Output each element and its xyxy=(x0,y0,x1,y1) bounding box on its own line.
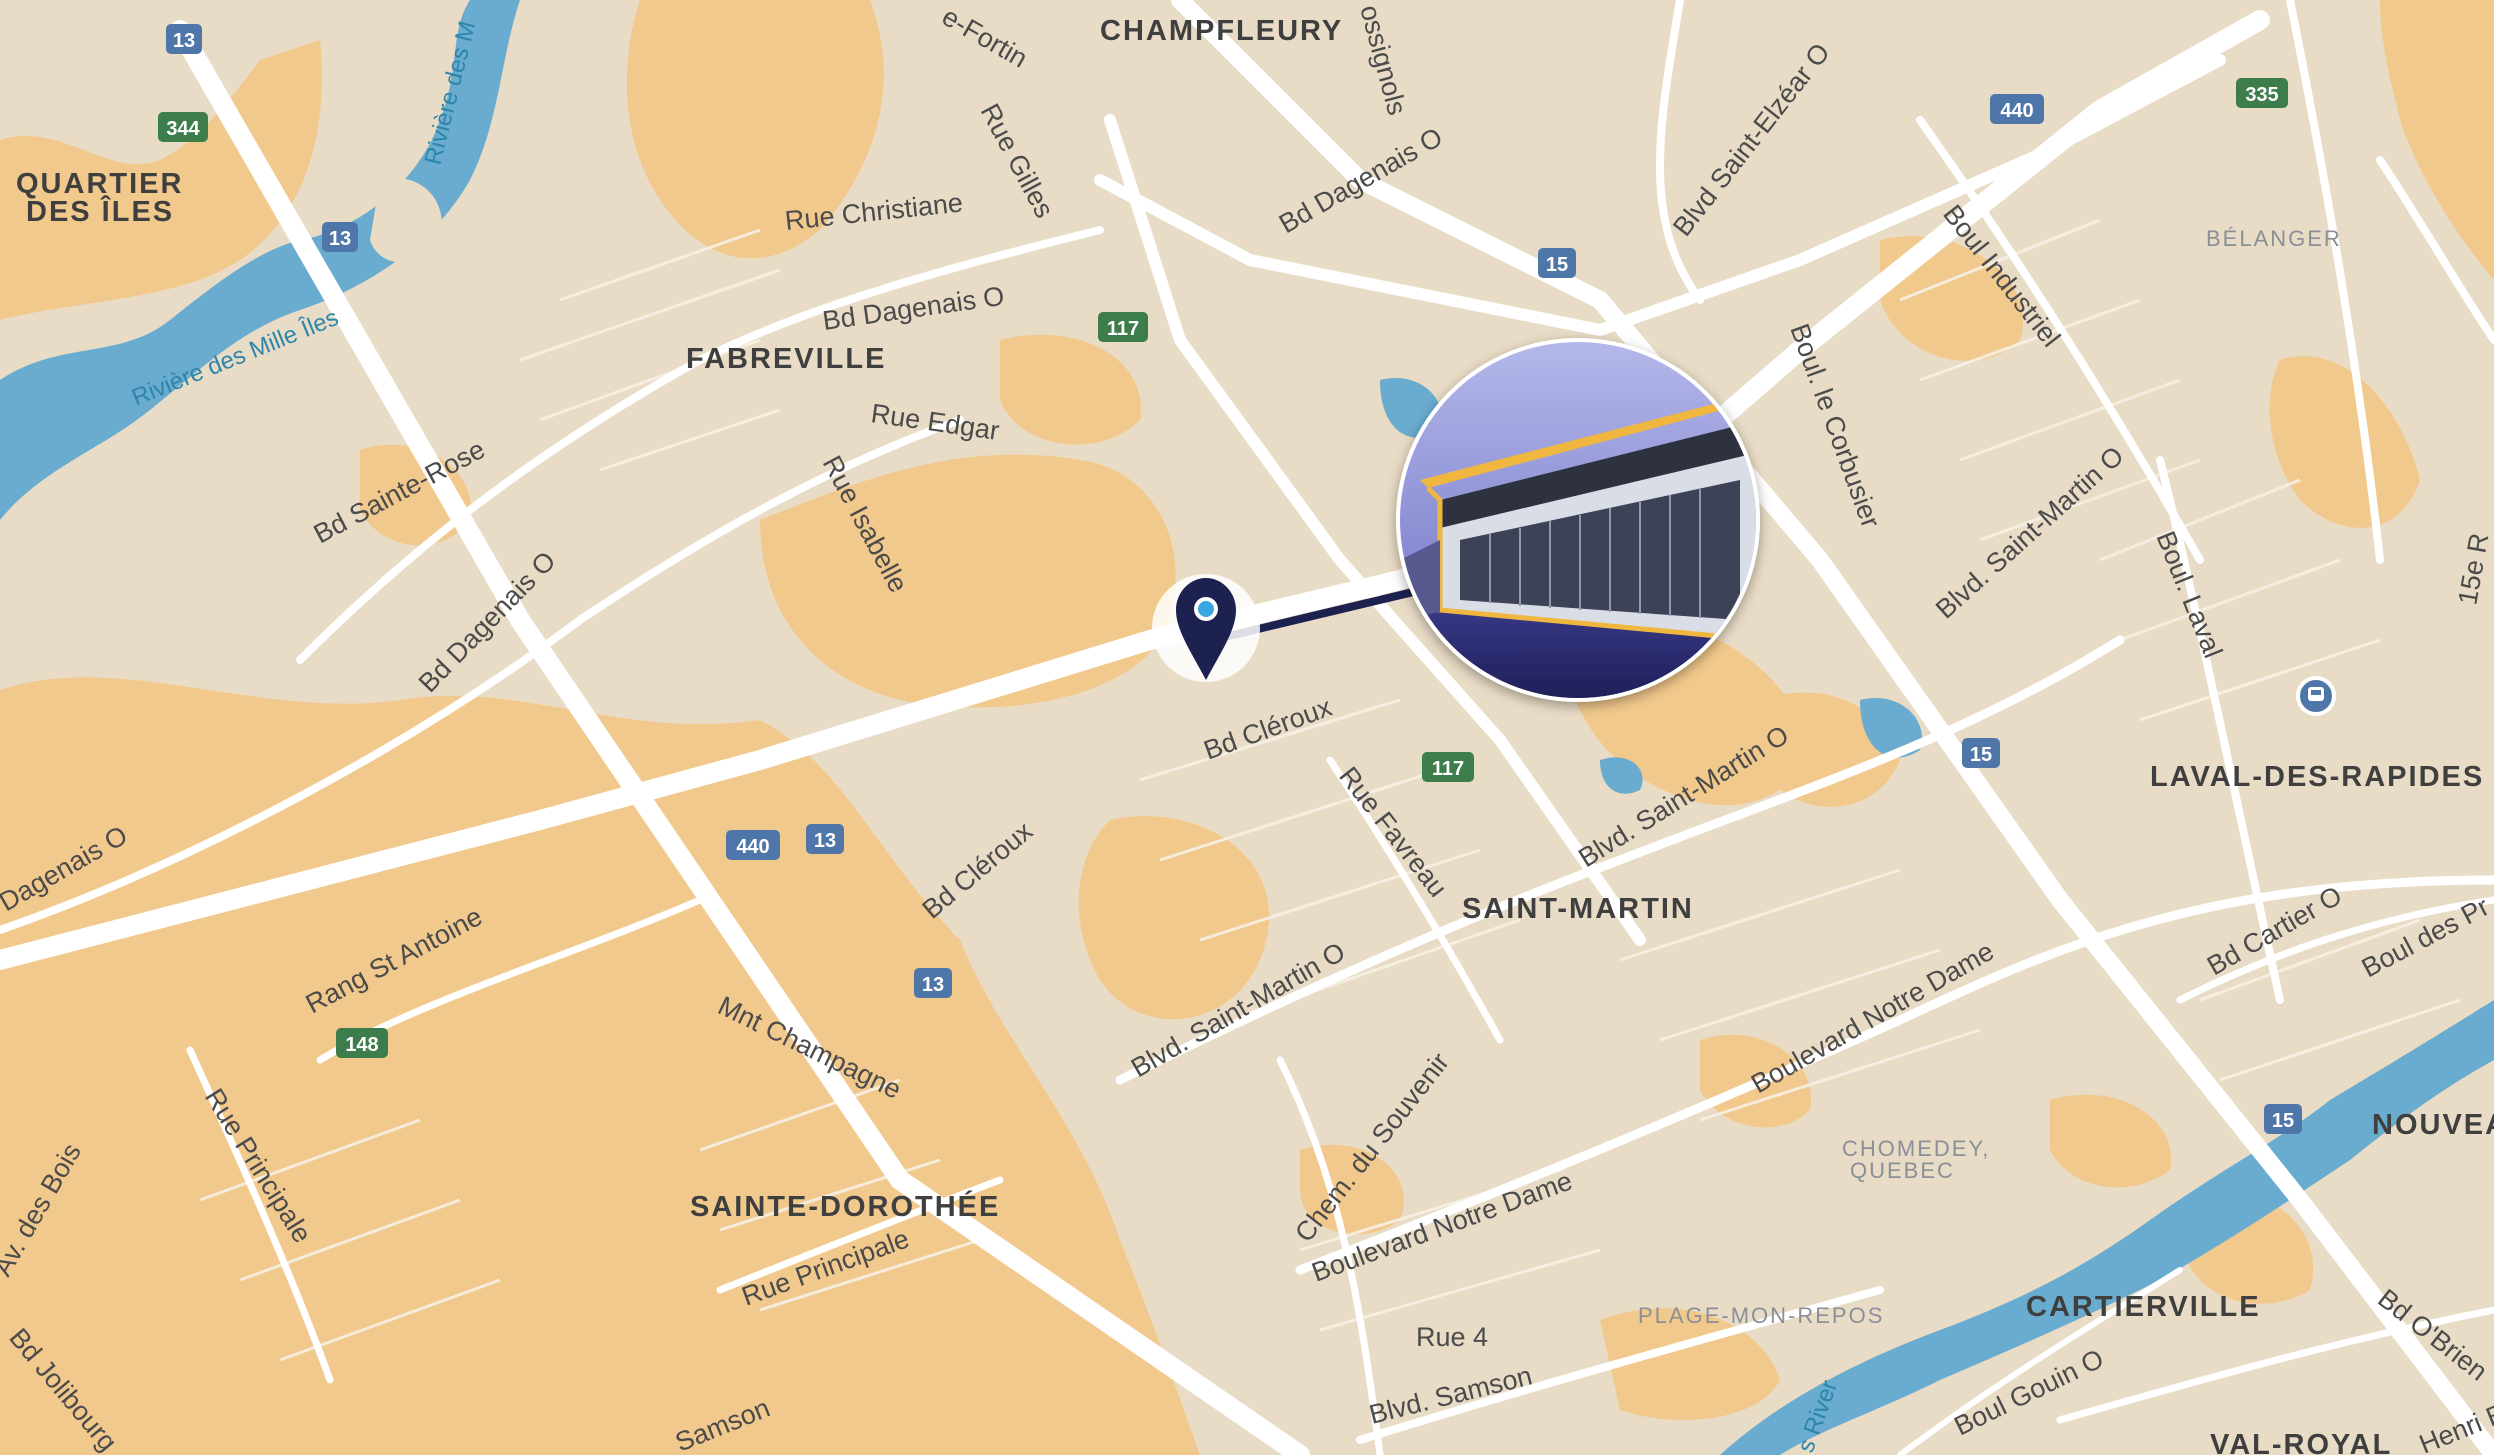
route-shield: 13 xyxy=(806,824,844,854)
route-shield: 344 xyxy=(158,112,208,142)
building-photo[interactable] xyxy=(1396,338,1760,710)
svg-text:13: 13 xyxy=(329,228,351,250)
district-labels: CHAMPFLEURY QUARTIER DES ÎLES FABREVILLE… xyxy=(16,15,2494,1455)
street-label: Rue 4 xyxy=(1416,1322,1488,1352)
district-belanger: BÉLANGER xyxy=(2206,226,2342,251)
district-nouveau: NOUVEAU xyxy=(2372,1109,2494,1141)
svg-text:13: 13 xyxy=(173,30,195,52)
svg-text:15: 15 xyxy=(2272,1110,2294,1132)
svg-text:344: 344 xyxy=(166,118,200,140)
route-shield: 13 xyxy=(914,968,952,998)
svg-text:440: 440 xyxy=(736,836,769,858)
district-cartierville: CARTIERVILLE xyxy=(2026,1291,2261,1323)
route-shield: 15 xyxy=(2264,1104,2302,1134)
route-shield: 13 xyxy=(322,222,358,252)
route-shield: 13 xyxy=(166,24,202,54)
district-quebec: QUEBEC xyxy=(1850,1158,1955,1183)
district-val-royal: VAL-ROYAL xyxy=(2210,1429,2392,1455)
district-des-iles: DES ÎLES xyxy=(26,194,174,228)
svg-text:335: 335 xyxy=(2245,84,2278,106)
route-shields: 13 344 13 117 15 440 335 117 15 440 13 1… xyxy=(158,24,2302,1134)
district-saint-martin: SAINT-MARTIN xyxy=(1462,893,1694,925)
svg-text:440: 440 xyxy=(2000,100,2033,122)
svg-text:148: 148 xyxy=(345,1034,378,1056)
location-pin-icon[interactable] xyxy=(1152,574,1260,682)
route-shield: 117 xyxy=(1098,312,1148,342)
svg-text:13: 13 xyxy=(922,974,944,996)
route-shield: 440 xyxy=(1990,94,2044,124)
district-fabreville: FABREVILLE xyxy=(686,343,886,375)
svg-text:13: 13 xyxy=(814,830,836,852)
svg-text:15: 15 xyxy=(1546,254,1568,276)
train-station-icon[interactable] xyxy=(2296,676,2336,716)
route-shield: 440 xyxy=(726,830,780,860)
svg-text:15: 15 xyxy=(1970,744,1992,766)
route-shield: 148 xyxy=(336,1028,388,1058)
district-champfleury: CHAMPFLEURY xyxy=(1100,15,1343,47)
route-shield: 117 xyxy=(1422,752,1474,782)
district-chomedey: CHOMEDEY, xyxy=(1842,1136,1990,1161)
route-shield: 15 xyxy=(1962,738,2000,768)
svg-text:117: 117 xyxy=(1107,318,1139,340)
district-sainte-dorothee: SAINTE-DOROTHÉE xyxy=(690,1189,1000,1223)
route-shield: 335 xyxy=(2236,78,2288,108)
district-quartier: QUARTIER xyxy=(16,168,183,200)
district-laval-des-rapides: LAVAL-DES-RAPIDES xyxy=(2150,761,2484,793)
district-plage-mon-repos: PLAGE-MON-REPOS xyxy=(1638,1303,1884,1328)
svg-text:117: 117 xyxy=(1432,758,1464,780)
route-shield: 15 xyxy=(1538,248,1576,278)
